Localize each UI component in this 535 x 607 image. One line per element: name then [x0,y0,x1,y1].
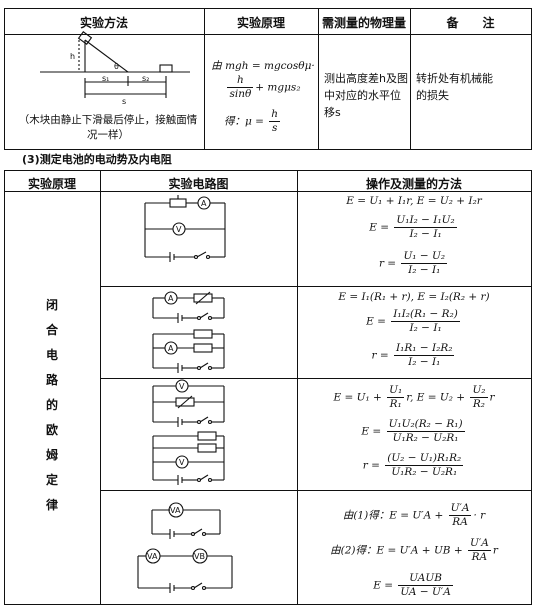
voltmeter-a-label: VA [170,506,181,515]
label-h: h [70,52,75,61]
principle-vertical-text: 闭 合 电 路 的 欧 姆 定 律 [45,298,58,512]
voltmeter-label: V [176,225,182,234]
bottom-table-row-line [100,378,532,379]
label-s: s [122,97,126,106]
bottom-table-border-left [4,170,5,604]
bottom-table-border-top [4,170,532,171]
top-table-border-bottom [4,149,532,150]
bottom-table-row-line [100,286,532,287]
label-s2: s₂ [142,74,149,83]
bottom-table-border-bottom [4,604,532,605]
bottom-table-border-right [531,170,532,604]
top-table-border-right [531,8,532,149]
method-caption: （木块由静止下滑最后停止，接触面情况一样） [18,114,198,141]
ammeter-label: A [168,344,174,353]
ammeter-label: A [168,294,174,303]
row2-eq1: E = I₁(R₁ + r), E = I₂(R₂ + r) [338,291,490,303]
row1-eq1: E = U₁ + I₁r, E = U₂ + I₂r [346,195,482,207]
circuit-4: VA VA VB [137,502,233,593]
top-table-border-left [4,8,5,149]
bottom-table-header-line [4,191,532,192]
circuit-2: A A [152,291,225,373]
section-title: (3)测定电池的电动势及内电阻 [22,153,172,166]
voltmeter-label: V [179,382,185,391]
bottom-table-row-line [100,490,532,491]
top-header-method: 实验方法 [79,16,128,30]
bottom-table-col-divider [297,170,298,604]
top-header-principle: 实验原理 [236,16,285,30]
voltmeter-label: V [179,458,185,467]
incline-diagram: h θ s₁ s₂ s [40,31,190,106]
voltmeter-a-label: VA [147,552,158,561]
top-table-col-divider [318,8,319,149]
row3-E: E = U₁U₂(R₂ − R₁)U₁R₂ − U₂R₁ [361,418,465,444]
label-s1: s₁ [102,74,109,83]
remarks-text: 转折处有机械能的损失 [416,72,493,102]
top-header-remarks: 备 注 [446,16,495,30]
principle-line1: 由 mgh = mgcosθμ· [211,60,315,72]
bottom-header-method: 操作及测量的方法 [365,177,462,191]
bottom-header-circuit: 实验电路图 [168,177,229,191]
top-table-col-divider [410,8,411,149]
label-theta: θ [114,62,119,71]
top-table-col-divider [204,8,205,149]
top-header-quantities: 需测量的物理量 [321,16,406,30]
circuit-1: A V [144,195,226,262]
ammeter-label: A [201,199,207,208]
circuit-3: V V [152,379,225,485]
row2-E: E = I₁I₂(R₁ − R₂)I₂ − I₁ [366,308,460,334]
top-table-header-line [4,34,532,35]
quantities-text: 测出高度差h及图中对应的水平位移s [324,72,408,119]
bottom-header-principle: 实验原理 [27,177,76,191]
voltmeter-b-label: VB [194,552,205,561]
bottom-table-col-divider [100,170,101,604]
top-table-border-top [4,8,532,9]
